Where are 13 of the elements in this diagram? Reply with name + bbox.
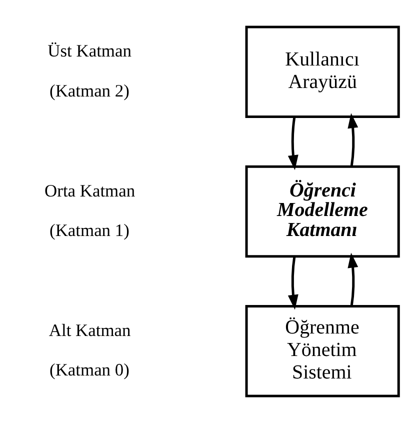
label: Orta Katman [44, 180, 136, 200]
arrow [348, 112, 358, 166]
node-box: Öğrenci Modelleme Katmanı [245, 164, 400, 258]
arrow [348, 252, 358, 306]
node-box: Kullanıcı Arayüzü [245, 25, 400, 118]
label: Üst Katman [48, 40, 132, 60]
label: Alt Katman [48, 319, 131, 340]
node-box: Öğrenme Yönetim Sistemi [245, 304, 400, 397]
arrow [288, 256, 298, 310]
arrow [288, 116, 298, 170]
label: (Katman 1) [50, 219, 130, 240]
label: (Katman 2) [50, 80, 130, 100]
label: (Katman 0) [50, 359, 130, 380]
